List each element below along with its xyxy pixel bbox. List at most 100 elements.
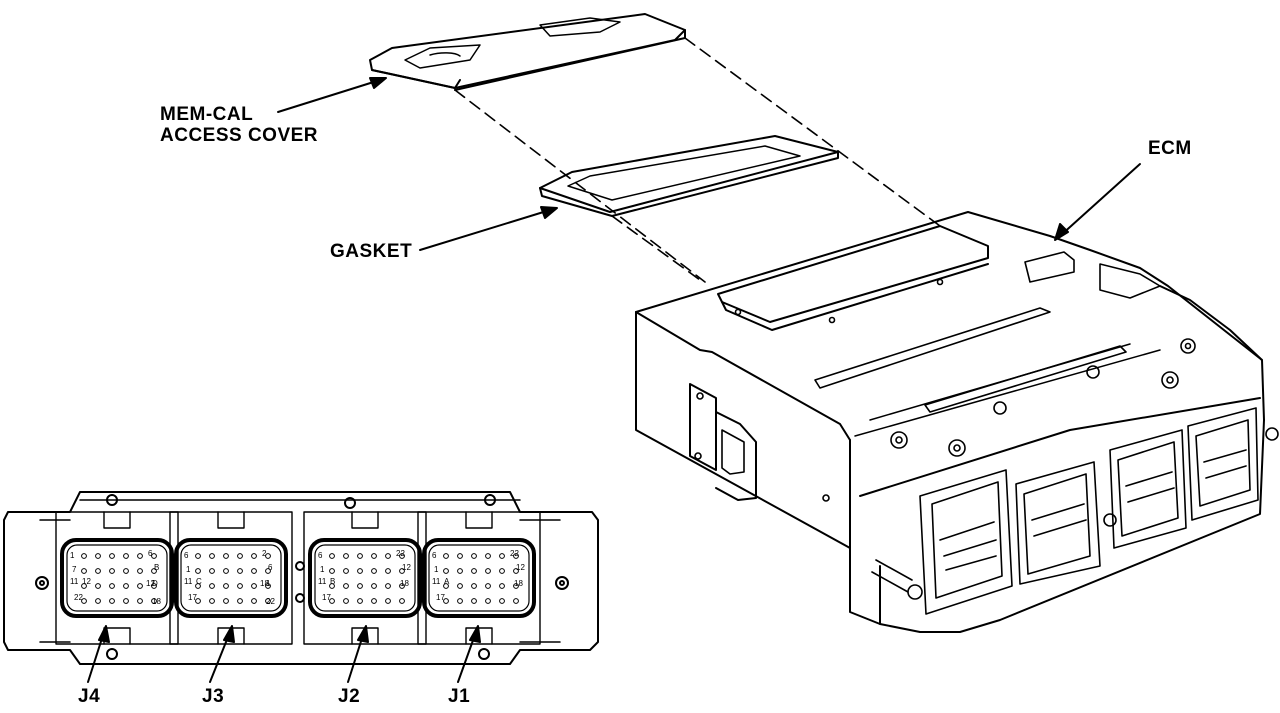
- pin-number-label: 6: [268, 563, 273, 572]
- pin-cavity: [399, 553, 405, 559]
- pin-cavity: [265, 568, 271, 574]
- pin-number-label: 22: [266, 597, 275, 606]
- memcal-label-line1: MEM-CAL: [160, 104, 254, 125]
- pin-cavity: [357, 568, 363, 574]
- pin-cavity: [443, 568, 449, 574]
- connector-label-j3: J3: [202, 686, 225, 707]
- connector-label-j2: J2: [338, 686, 361, 707]
- pin-number-label: 11: [184, 577, 193, 586]
- pin-cavity: [209, 583, 215, 589]
- pin-number-label: 1: [434, 565, 439, 574]
- pin-number-label: 12: [146, 579, 155, 588]
- pin-number-label: 6: [148, 549, 153, 558]
- pin-cavity: [443, 553, 449, 559]
- gasket-label: GASKET: [330, 241, 413, 262]
- pin-cavity: [471, 583, 477, 589]
- pin-cavity: [195, 553, 201, 559]
- pin-cavity: [137, 568, 143, 574]
- pin-number-label: 17: [436, 593, 445, 602]
- pin-cavity: [371, 568, 377, 574]
- pin-number-label: 6: [432, 551, 437, 560]
- pin-cavity: [109, 598, 115, 604]
- pin-cavity: [485, 553, 491, 559]
- pin-cavity: [151, 553, 157, 559]
- pin-cavity: [329, 553, 335, 559]
- pin-cavity: [251, 553, 257, 559]
- pin-cavity: [151, 583, 157, 589]
- pin-number-label: 18: [400, 579, 409, 588]
- pin-cavity: [237, 553, 243, 559]
- connector-label-j1: J1: [448, 686, 471, 707]
- ecm-housing: [635, 211, 1279, 633]
- pin-cavity: [95, 568, 101, 574]
- pin-cavity: [457, 583, 463, 589]
- pin-number-label: 1: [186, 565, 191, 574]
- pin-cavity: [109, 568, 115, 574]
- pin-number-label: D: [152, 579, 158, 588]
- pin-number-label: 18: [152, 597, 161, 606]
- pin-number-label: 22: [510, 549, 519, 558]
- pin-cavity: [265, 598, 271, 604]
- pin-cavity: [237, 568, 243, 574]
- pin-cavity: [151, 598, 157, 604]
- pin-cavity: [123, 568, 129, 574]
- pin-cavity: [209, 553, 215, 559]
- connector-socket-inner: [66, 544, 168, 612]
- pin-cavity: [499, 583, 505, 589]
- pin-cavity: [471, 598, 477, 604]
- alignment-lines: [454, 37, 941, 283]
- pin-cavity: [209, 568, 215, 574]
- connector-socket-inner: [180, 544, 282, 612]
- pin-cavity: [399, 598, 405, 604]
- pin-cavity: [343, 583, 349, 589]
- pin-cavity: [385, 553, 391, 559]
- pin-cavity: [209, 598, 215, 604]
- pin-cavity: [123, 553, 129, 559]
- pin-cavity: [237, 598, 243, 604]
- pin-cavity: [357, 583, 363, 589]
- pin-cavity: [151, 568, 157, 574]
- pin-number-label: 22: [74, 593, 83, 602]
- pin-cavity: [137, 583, 143, 589]
- pin-cavity: [471, 553, 477, 559]
- memcal-label-line2: ACCESS COVER: [160, 125, 319, 146]
- pin-number-label: 1: [266, 579, 271, 588]
- ecm-label: ECM: [1148, 138, 1192, 159]
- latch-tab-top: [351, 511, 379, 529]
- pin-cavity: [485, 598, 491, 604]
- latch-tab-top: [103, 511, 131, 529]
- pin-number-label: 7: [72, 565, 77, 574]
- pin-cavity: [137, 553, 143, 559]
- pin-cavity: [371, 583, 377, 589]
- latch-tab-top: [217, 511, 245, 529]
- pin-number-label: 22: [396, 549, 405, 558]
- pin-cavity: [81, 553, 87, 559]
- connector-leaders: [87, 625, 481, 683]
- pin-number-label: C: [196, 577, 202, 586]
- pin-cavity: [385, 598, 391, 604]
- pin-cavity: [223, 583, 229, 589]
- pin-cavity: [329, 583, 335, 589]
- pin-cavity: [457, 568, 463, 574]
- bolts: [694, 278, 1279, 600]
- pin-cavity: [251, 583, 257, 589]
- pin-number-label: 11: [432, 577, 441, 586]
- pin-cavity: [485, 583, 491, 589]
- pin-cavity: [81, 598, 87, 604]
- latch-tab-top: [465, 511, 493, 529]
- pin-cavity: [195, 598, 201, 604]
- gasket-part: [539, 135, 839, 217]
- pin-cavity: [109, 553, 115, 559]
- connector-end-view: [3, 491, 599, 665]
- pin-cavity: [343, 568, 349, 574]
- pin-cavity: [95, 583, 101, 589]
- pin-cavity: [457, 553, 463, 559]
- connector-socket: [60, 538, 174, 618]
- pin-cavity: [251, 598, 257, 604]
- pin-cavity: [81, 583, 87, 589]
- pin-cavity: [357, 553, 363, 559]
- pin-cavity: [399, 583, 405, 589]
- pin-cavity: [499, 598, 505, 604]
